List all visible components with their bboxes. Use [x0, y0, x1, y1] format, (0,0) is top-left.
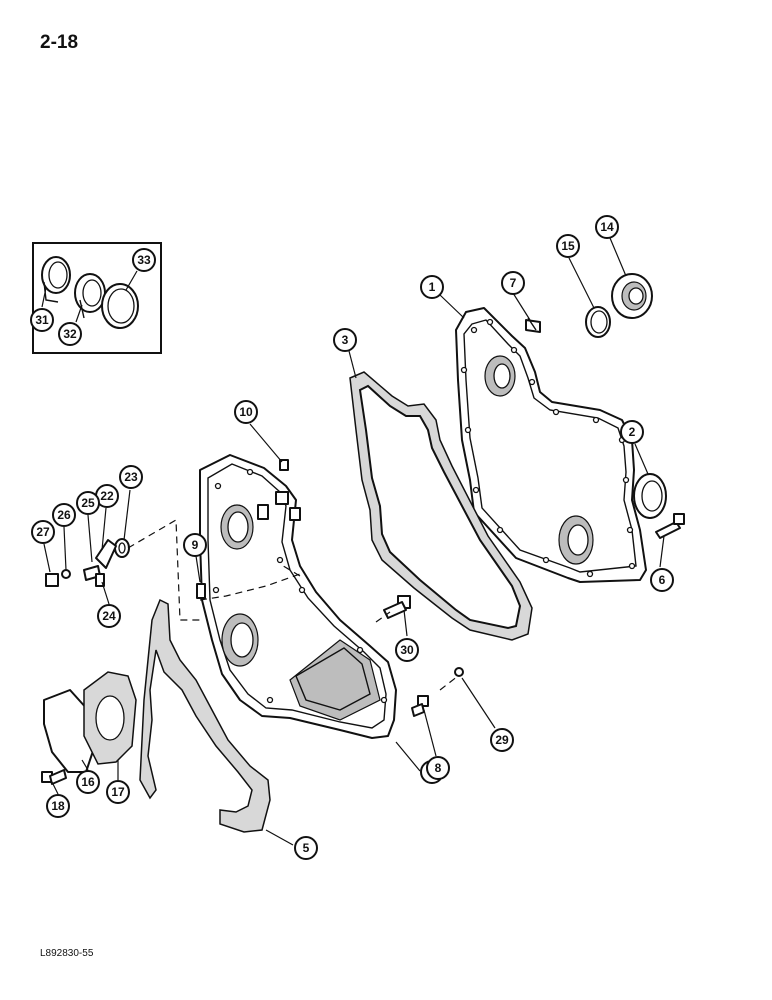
callout-18: 18 — [46, 794, 70, 818]
svg-text:7: 7 — [510, 276, 517, 290]
svg-text:3: 3 — [342, 333, 349, 347]
bolt-part-6 — [655, 513, 685, 539]
svg-text:15: 15 — [561, 239, 575, 253]
callout-16: 16 — [76, 770, 100, 794]
callout-1: 1 — [420, 275, 444, 299]
fitting-parts-22-27 — [45, 538, 130, 587]
svg-text:2: 2 — [629, 425, 636, 439]
svg-text:30: 30 — [400, 643, 414, 657]
callout-27: 27 — [31, 520, 55, 544]
drawing-code: L892830-55 — [40, 948, 94, 959]
capscrew-part-18 — [41, 769, 67, 785]
housing-gasket-part-5 — [139, 598, 271, 833]
callout-24: 24 — [97, 604, 121, 628]
svg-text:6: 6 — [659, 573, 666, 587]
callout-29: 29 — [490, 728, 514, 752]
svg-text:31: 31 — [35, 313, 49, 327]
callout-25: 25 — [76, 491, 100, 515]
o-ring-part-29 — [454, 667, 464, 677]
callout-2: 2 — [620, 420, 644, 444]
callout-32: 32 — [58, 322, 82, 346]
plate-part-22 — [95, 539, 117, 569]
svg-text:17: 17 — [111, 785, 125, 799]
svg-text:33: 33 — [137, 253, 151, 267]
callout-7: 7 — [501, 271, 525, 295]
capscrew-part-8 — [411, 695, 429, 717]
cover-gasket-part-3 — [349, 371, 533, 641]
front-cover-part-1 — [455, 307, 647, 583]
callout-3: 3 — [333, 328, 357, 352]
svg-text:10: 10 — [239, 405, 253, 419]
callout-10: 10 — [234, 400, 258, 424]
alignment-lines — [127, 518, 459, 691]
callout-31: 31 — [30, 308, 54, 332]
plug-part-27 — [45, 573, 59, 587]
seal-part-33 — [101, 283, 139, 329]
bolt-part-30 — [383, 595, 411, 619]
gear-housing-part-4 — [199, 454, 397, 739]
callout-8: 8 — [426, 756, 450, 780]
callout-15: 15 — [556, 234, 580, 258]
leader-lines — [41, 237, 665, 846]
svg-text:1: 1 — [429, 280, 436, 294]
seal-part-31 — [41, 256, 71, 303]
svg-text:14: 14 — [600, 220, 614, 234]
svg-text:32: 32 — [63, 327, 77, 341]
callout-26: 26 — [52, 503, 76, 527]
callout-30: 30 — [395, 638, 419, 662]
callout-6: 6 — [650, 568, 674, 592]
callout-14: 14 — [595, 215, 619, 239]
svg-text:24: 24 — [102, 609, 116, 623]
svg-text:8: 8 — [435, 761, 442, 775]
wear-sleeve-part-15 — [585, 306, 611, 338]
plate-gasket-part-17 — [83, 671, 137, 765]
svg-text:25: 25 — [81, 496, 95, 510]
svg-text:22: 22 — [100, 489, 114, 503]
seal-part-2 — [633, 473, 667, 519]
callout-33: 33 — [132, 248, 156, 272]
oil-seal-part-14 — [611, 273, 653, 319]
svg-text:27: 27 — [36, 525, 50, 539]
svg-text:9: 9 — [192, 538, 199, 552]
svg-text:16: 16 — [81, 775, 95, 789]
dowel-part-9 — [196, 583, 206, 599]
svg-text:23: 23 — [124, 470, 138, 484]
callout-5: 5 — [294, 836, 318, 860]
svg-text:29: 29 — [495, 733, 509, 747]
o-ring-part-26 — [61, 569, 71, 579]
callout-9: 9 — [183, 533, 207, 557]
screw-part-10 — [279, 459, 289, 471]
capscrew-part-7 — [525, 317, 541, 333]
svg-text:18: 18 — [51, 799, 65, 813]
page-number: 2-18 — [40, 32, 79, 53]
svg-text:5: 5 — [303, 841, 310, 855]
seal-kit-inset — [32, 242, 162, 354]
svg-text:26: 26 — [57, 508, 71, 522]
callout-17: 17 — [106, 780, 130, 804]
callout-23: 23 — [119, 465, 143, 489]
